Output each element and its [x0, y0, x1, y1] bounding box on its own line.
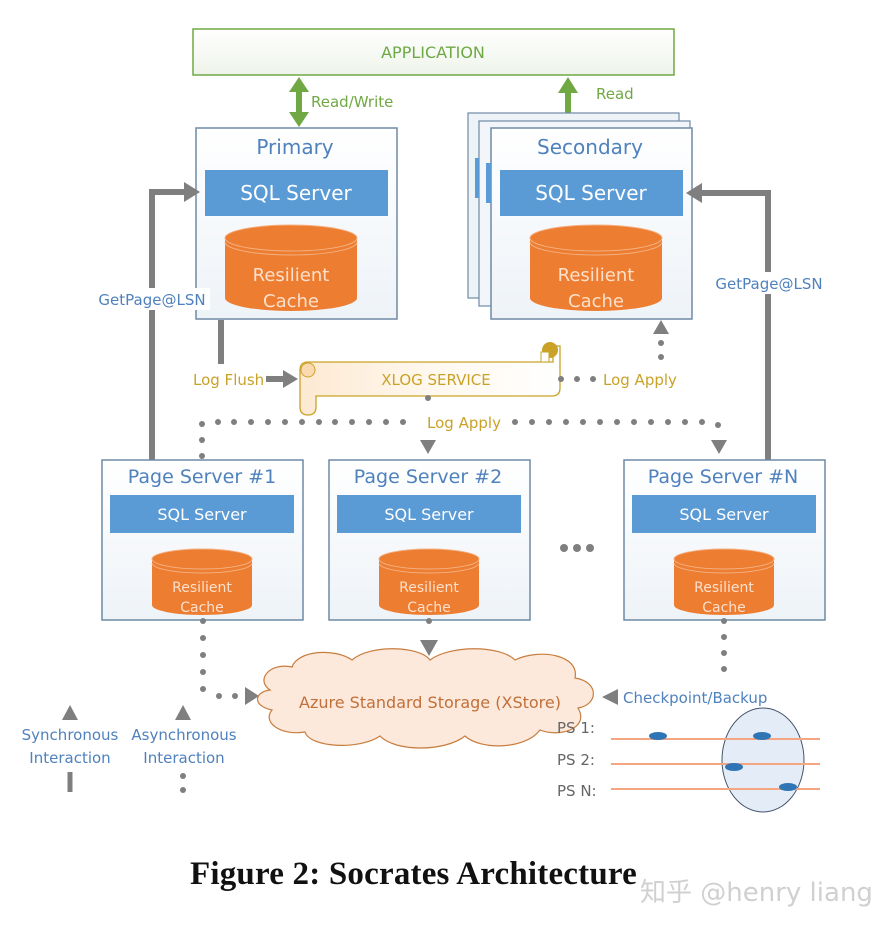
page-server-1: Page Server #1 SQL Server Resilient Cach…	[101, 459, 304, 621]
arrowhead-ps2	[420, 440, 436, 454]
read-arrow: Read	[558, 77, 634, 114]
legend-sync-label-2: Interaction	[29, 749, 110, 767]
checkpoint-marker	[649, 732, 667, 740]
page-server-n-sql-server	[632, 495, 816, 533]
page-server-2-sql-server	[337, 495, 521, 533]
checkpoint-backup-label: Checkpoint/Backup	[623, 689, 767, 707]
ps2-to-storage-arrow	[420, 618, 438, 656]
read-write-label: Read/Write	[311, 93, 393, 111]
checkpoint-timeline: PS 1: PS 2: PS N:	[557, 707, 820, 813]
page-server-n-cache-cylinder-icon	[673, 548, 775, 615]
azure-storage-label: Azure Standard Storage (XStore)	[299, 693, 561, 712]
sync-arrow-icon	[62, 705, 78, 720]
xlog-service-label: XLOG SERVICE	[381, 371, 491, 389]
watermark: 知乎 @henry liang	[640, 878, 873, 908]
legend-async-label-1: Asynchronous	[131, 726, 236, 744]
figure-caption: Figure 2: Socrates Architecture	[190, 856, 637, 892]
dotted-line-right	[512, 419, 721, 428]
dotted-line-left	[199, 419, 406, 459]
read-write-arrow: Read/Write	[289, 77, 393, 127]
secondary-sql-server	[500, 170, 683, 216]
primary-cache-label-1: Resilient	[253, 265, 330, 286]
checkpoint-marker	[725, 763, 743, 771]
log-flush-arrow: Log Flush	[193, 320, 298, 389]
ps1-to-storage-arrow	[200, 618, 259, 705]
getpage-right-arrow: GetPage@LSN	[686, 183, 828, 460]
page-server-2-cache-cylinder-icon	[378, 548, 480, 615]
application-label: APPLICATION	[381, 43, 485, 62]
log-flush-label: Log Flush	[193, 371, 264, 389]
page-server-2-cache-label-1: Resilient	[399, 580, 459, 596]
application-box: APPLICATION	[192, 28, 675, 76]
page-server-1-title: Page Server #1	[128, 466, 276, 488]
page-server-1-cache-label-1: Resilient	[172, 580, 232, 596]
page-server-1-sql-label: SQL Server	[157, 505, 247, 524]
more-servers-ellipsis-icon	[560, 544, 594, 552]
timeline-row-ps1-label: PS 1:	[557, 719, 595, 737]
legend-asynchronous: Asynchronous Interaction	[131, 705, 237, 793]
secondary-cache-cylinder-icon	[529, 224, 663, 311]
page-server-n-cache-label-1: Resilient	[694, 580, 754, 596]
primary-title: Primary	[256, 135, 333, 159]
page-server-2-title: Page Server #2	[354, 466, 502, 488]
page-server-1-sql-server	[110, 495, 294, 533]
page-server-n-title: Page Server #N	[648, 466, 799, 488]
primary-sql-server-label: SQL Server	[240, 181, 352, 205]
page-server-1-cache-cylinder-icon	[151, 548, 253, 615]
primary-sql-server	[205, 170, 388, 216]
checkpoint-marker	[753, 732, 771, 740]
legend-synchronous: Synchronous Interaction	[22, 705, 119, 792]
secondary-node: Secondary SQL Server Resilient Cache	[467, 112, 693, 320]
primary-node: Primary SQL Server Resilient Cache	[195, 127, 398, 320]
secondary-title: Secondary	[537, 135, 643, 159]
read-label: Read	[596, 85, 634, 103]
xlog-service-scroll: XLOG SERVICE	[299, 342, 561, 416]
getpage-left-arrow: GetPage@LSN	[92, 182, 210, 460]
checkpoint-backup-arrow: Checkpoint/Backup	[602, 618, 767, 707]
log-apply-pageservers-arrow: Log Apply	[199, 395, 727, 459]
secondary-sql-server-label: SQL Server	[535, 181, 647, 205]
getpage-right-label: GetPage@LSN	[715, 275, 822, 293]
legend-sync-label-1: Synchronous	[22, 726, 119, 744]
async-arrow-icon	[175, 705, 191, 720]
page-server-2-cache-label-2: Cache	[407, 600, 451, 616]
legend-async-label-2: Interaction	[143, 749, 224, 767]
azure-storage-cloud-icon: Azure Standard Storage (XStore)	[256, 648, 594, 749]
primary-cache-cylinder-icon	[224, 224, 358, 311]
log-apply-pageservers-label: Log Apply	[427, 414, 501, 432]
page-server-2: Page Server #2 SQL Server Resilient Cach…	[328, 459, 531, 621]
secondary-cache-label-1: Resilient	[558, 265, 635, 286]
page-server-2-sql-label: SQL Server	[384, 505, 474, 524]
log-apply-secondary-arrow: Log Apply	[558, 320, 677, 389]
page-server-n-sql-label: SQL Server	[679, 505, 769, 524]
getpage-left-label: GetPage@LSN	[98, 291, 205, 309]
secondary-cache-label-2: Cache	[568, 291, 624, 312]
page-server-n: Page Server #N SQL Server Resilient Cach…	[623, 459, 826, 621]
timeline-row-ps2-label: PS 2:	[557, 751, 595, 769]
arrowhead-psn	[711, 440, 727, 454]
page-server-n-cache-label-2: Cache	[702, 600, 746, 616]
timeline-row-psn-label: PS N:	[557, 782, 597, 800]
primary-cache-label-2: Cache	[263, 291, 319, 312]
checkpoint-marker	[779, 783, 797, 791]
page-server-1-cache-label-2: Cache	[180, 600, 224, 616]
log-apply-secondary-label: Log Apply	[603, 371, 677, 389]
